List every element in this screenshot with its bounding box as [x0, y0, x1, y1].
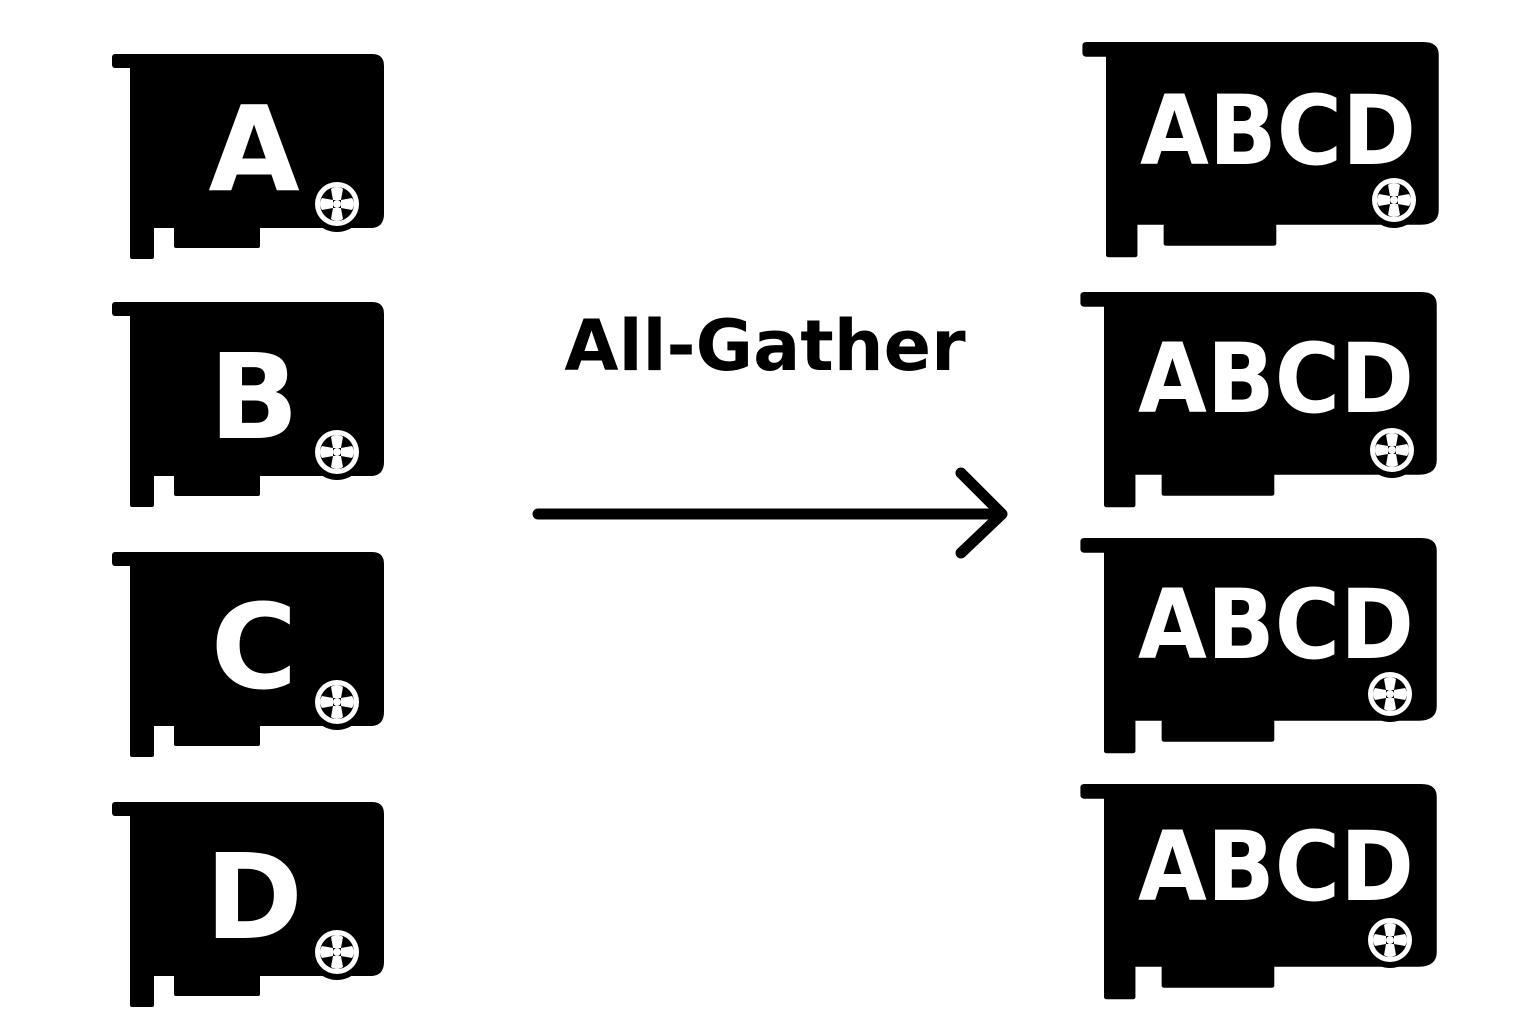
operation-label: All-Gather	[564, 305, 966, 387]
output-gpu-2: ABCD	[1080, 292, 1437, 508]
output-gpu-1: ABCD	[1082, 42, 1439, 258]
fan-icon	[1366, 172, 1422, 228]
gpu-label: B	[209, 328, 299, 466]
input-gpu-b: B	[112, 302, 384, 507]
fan-icon	[309, 176, 365, 232]
gpu-label: C	[211, 578, 298, 716]
fan-icon	[1364, 422, 1420, 478]
fan-icon	[309, 924, 365, 980]
gpu-label: ABCD	[1138, 569, 1414, 681]
input-gpu-a: A	[112, 54, 384, 259]
input-gpu-d: D	[112, 802, 384, 1007]
gpu-label: ABCD	[1140, 75, 1416, 187]
gpu-label: ABCD	[1138, 323, 1414, 435]
right-arrow-icon	[532, 467, 1008, 559]
fan-icon	[1362, 912, 1418, 968]
fan-icon	[309, 674, 365, 730]
output-gpu-4: ABCD	[1080, 784, 1437, 1000]
gpu-label: D	[205, 828, 303, 966]
gpu-label: A	[208, 80, 299, 218]
input-gpu-c: C	[112, 552, 384, 757]
fan-icon	[1362, 666, 1418, 722]
output-gpu-3: ABCD	[1080, 538, 1437, 754]
gpu-label: ABCD	[1138, 811, 1414, 923]
fan-icon	[309, 424, 365, 480]
